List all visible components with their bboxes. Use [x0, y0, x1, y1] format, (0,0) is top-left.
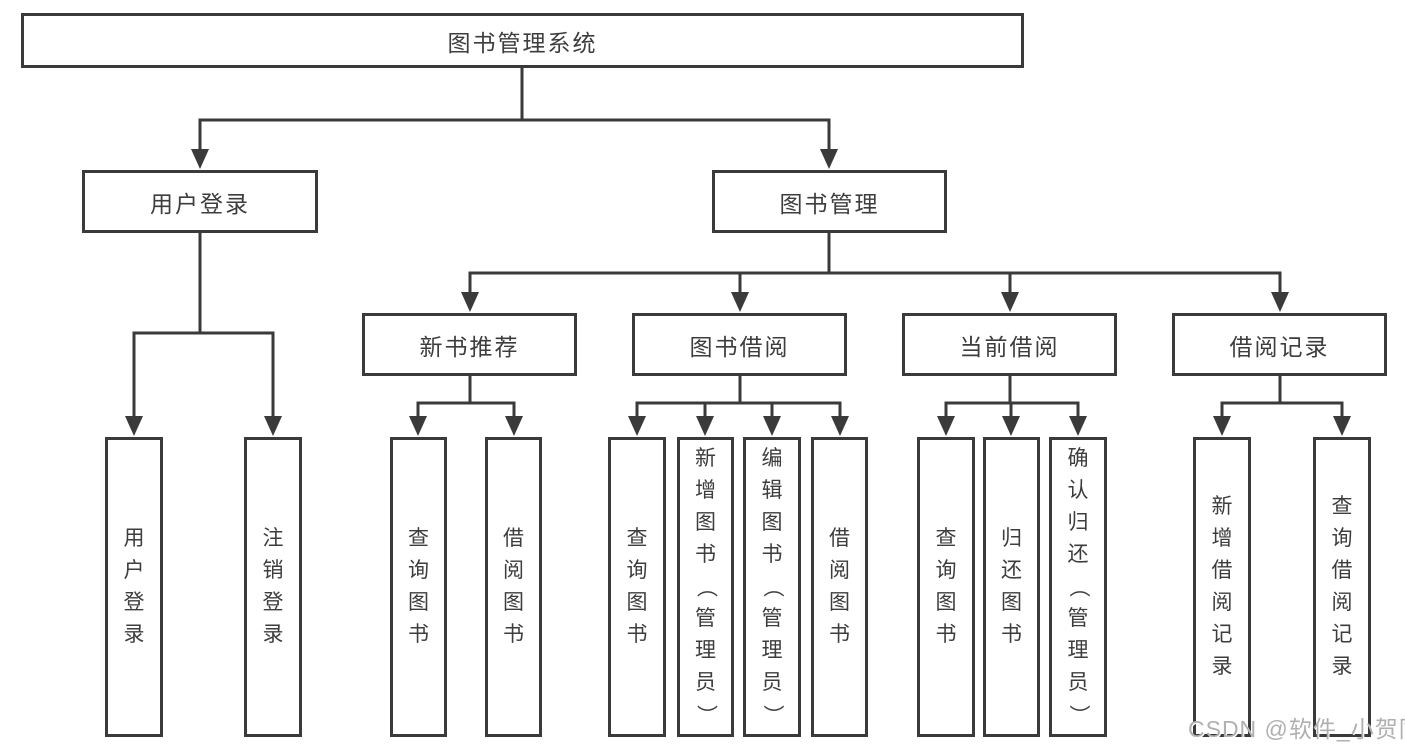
leaf-query-books-borrowing-label: 查询图书: [626, 527, 648, 646]
node-book-management: 图书管理: [712, 170, 947, 233]
leaf-return-books-label: 归还图书: [1001, 527, 1022, 646]
leaf-add-borrow-record-label: 新增借阅记录: [1211, 495, 1233, 678]
node-book-borrowing: 图书借阅: [632, 313, 847, 376]
leaf-query-books-current: 查询图书: [917, 437, 975, 737]
leaf-borrow-books-borrowing: 借阅图书: [811, 437, 868, 737]
leaf-return-books: 归还图书: [983, 437, 1040, 737]
node-borrowing-records-label: 借阅记录: [1229, 333, 1330, 360]
leaf-user-login: 用户登录: [105, 437, 163, 737]
leaf-add-borrow-record: 新增借阅记录: [1193, 437, 1251, 737]
leaf-query-books-recommendation: 查询图书: [390, 437, 447, 737]
leaf-query-books-recommendation-label: 查询图书: [408, 527, 429, 646]
node-new-book-recommendation-label: 新书推荐: [419, 333, 520, 360]
node-book-management-label: 图书管理: [779, 190, 880, 217]
leaf-logout: 注销登录: [244, 437, 302, 737]
leaf-query-borrow-record-label: 查询借阅记录: [1331, 495, 1353, 678]
node-book-borrowing-label: 图书借阅: [689, 333, 790, 360]
leaf-user-login-label: 用户登录: [123, 527, 145, 646]
watermark: CSDN @软件_小贺同学: [1188, 716, 1405, 742]
leaf-query-borrow-record: 查询借阅记录: [1313, 437, 1371, 737]
leaf-confirm-return-admin: 确认归还（管理员）: [1049, 437, 1107, 737]
node-library-management-system: 图书管理系统: [21, 13, 1024, 68]
node-current-borrowing-label: 当前借阅: [959, 333, 1060, 360]
leaf-add-books-admin: 新增图书（管理员）: [677, 437, 734, 737]
leaf-borrow-books-recommendation: 借阅图书: [485, 437, 542, 737]
node-user-login: 用户登录: [82, 170, 318, 233]
leaf-borrow-books-borrowing-label: 借阅图书: [829, 527, 850, 646]
leaf-confirm-return-admin-label: 确认归还（管理员）: [1067, 447, 1090, 726]
node-user-login-label: 用户登录: [150, 190, 250, 217]
leaf-edit-books-admin: 编辑图书（管理员）: [743, 437, 801, 737]
leaf-query-books-current-label: 查询图书: [935, 527, 957, 646]
leaf-edit-books-admin-label: 编辑图书（管理员）: [761, 447, 784, 726]
leaf-query-books-borrowing: 查询图书: [608, 437, 666, 737]
node-library-management-system-label: 图书管理系统: [447, 29, 598, 56]
leaf-borrow-books-recommendation-label: 借阅图书: [503, 527, 524, 646]
node-new-book-recommendation: 新书推荐: [362, 313, 577, 376]
node-borrowing-records: 借阅记录: [1172, 313, 1387, 376]
leaf-add-books-admin-label: 新增图书（管理员）: [694, 447, 718, 726]
node-current-borrowing: 当前借阅: [902, 313, 1117, 376]
leaf-logout-label: 注销登录: [262, 527, 284, 646]
